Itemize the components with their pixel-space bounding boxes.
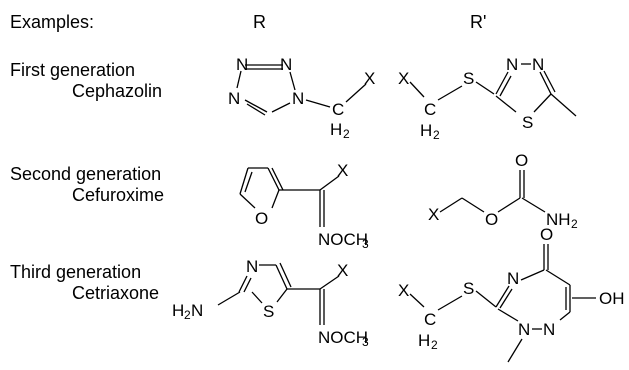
atom-n: N bbox=[228, 89, 240, 108]
atom-nh: NH bbox=[546, 210, 571, 229]
atom-o: O bbox=[255, 209, 268, 228]
atom-h: H bbox=[172, 301, 184, 320]
atom-h: H bbox=[418, 331, 430, 350]
cephazolin-r-group-structure: N N N N C H 2 X bbox=[228, 55, 375, 141]
atom-c: C bbox=[424, 100, 436, 119]
atom-x: X bbox=[337, 261, 348, 280]
subscript-two: 2 bbox=[433, 128, 440, 142]
atom-c: C bbox=[332, 100, 344, 119]
header-examples: Examples: bbox=[10, 12, 95, 32]
subscript-three: 3 bbox=[362, 237, 369, 251]
atom-n: N bbox=[507, 269, 519, 288]
atom-n: N bbox=[246, 257, 258, 276]
subscript-two: 2 bbox=[343, 127, 350, 141]
atom-oh: OH bbox=[599, 289, 625, 308]
atom-s: S bbox=[522, 113, 533, 132]
atom-n: N bbox=[280, 55, 292, 74]
atom-x: X bbox=[428, 205, 439, 224]
drug-name-cephazolin: Cephazolin bbox=[72, 81, 163, 101]
subscript-three: 3 bbox=[362, 335, 369, 349]
atom-x: X bbox=[364, 69, 375, 88]
atom-c: C bbox=[424, 310, 436, 329]
generation-label-first: First generation bbox=[10, 60, 136, 80]
atom-h: H bbox=[420, 121, 432, 140]
cefuroxime-r-prime-group-structure: X O O NH 2 bbox=[428, 151, 578, 231]
atom-s: S bbox=[463, 69, 474, 88]
atom-x: X bbox=[398, 69, 409, 88]
drug-name-cefuroxime: Cefuroxime bbox=[72, 185, 165, 205]
atom-o: O bbox=[540, 225, 553, 244]
cephazolin-r-prime-group-structure: X C H 2 S N N S bbox=[398, 55, 577, 142]
atom-noch: NOCH bbox=[318, 328, 368, 347]
header-r: R bbox=[253, 12, 266, 32]
atom-n: N bbox=[532, 55, 544, 74]
atom-n: N bbox=[506, 55, 518, 74]
atom-n: N bbox=[236, 55, 248, 74]
generation-label-third: Third generation bbox=[10, 262, 142, 282]
atom-n: N bbox=[518, 320, 530, 339]
atom-h: H bbox=[330, 120, 342, 139]
header-r-prime: R' bbox=[470, 12, 487, 32]
atom-s: S bbox=[463, 279, 474, 298]
atom-x: X bbox=[398, 281, 409, 300]
generation-label-second: Second generation bbox=[10, 164, 162, 184]
atom-s: S bbox=[263, 302, 274, 321]
atom-noch: NOCH bbox=[318, 230, 368, 249]
cetriaxone-r-prime-group-structure: X C H 2 S N O OH N N bbox=[398, 225, 625, 363]
subscript-two: 2 bbox=[571, 217, 578, 231]
subscript-two: 2 bbox=[431, 338, 438, 352]
atom-x: X bbox=[337, 161, 348, 180]
atom-o: O bbox=[515, 151, 528, 170]
atom-n: N bbox=[191, 301, 203, 320]
atom-o: O bbox=[485, 210, 498, 229]
atom-n: N bbox=[292, 89, 304, 108]
drug-name-cetriaxone: Cetriaxone bbox=[72, 283, 160, 303]
cefuroxime-r-group-structure: O X NOCH 3 bbox=[239, 161, 369, 251]
cetriaxone-r-group-structure: N S H 2 N X NOCH 3 bbox=[172, 257, 369, 349]
atom-n: N bbox=[543, 320, 555, 339]
subscript-two: 2 bbox=[184, 308, 191, 322]
